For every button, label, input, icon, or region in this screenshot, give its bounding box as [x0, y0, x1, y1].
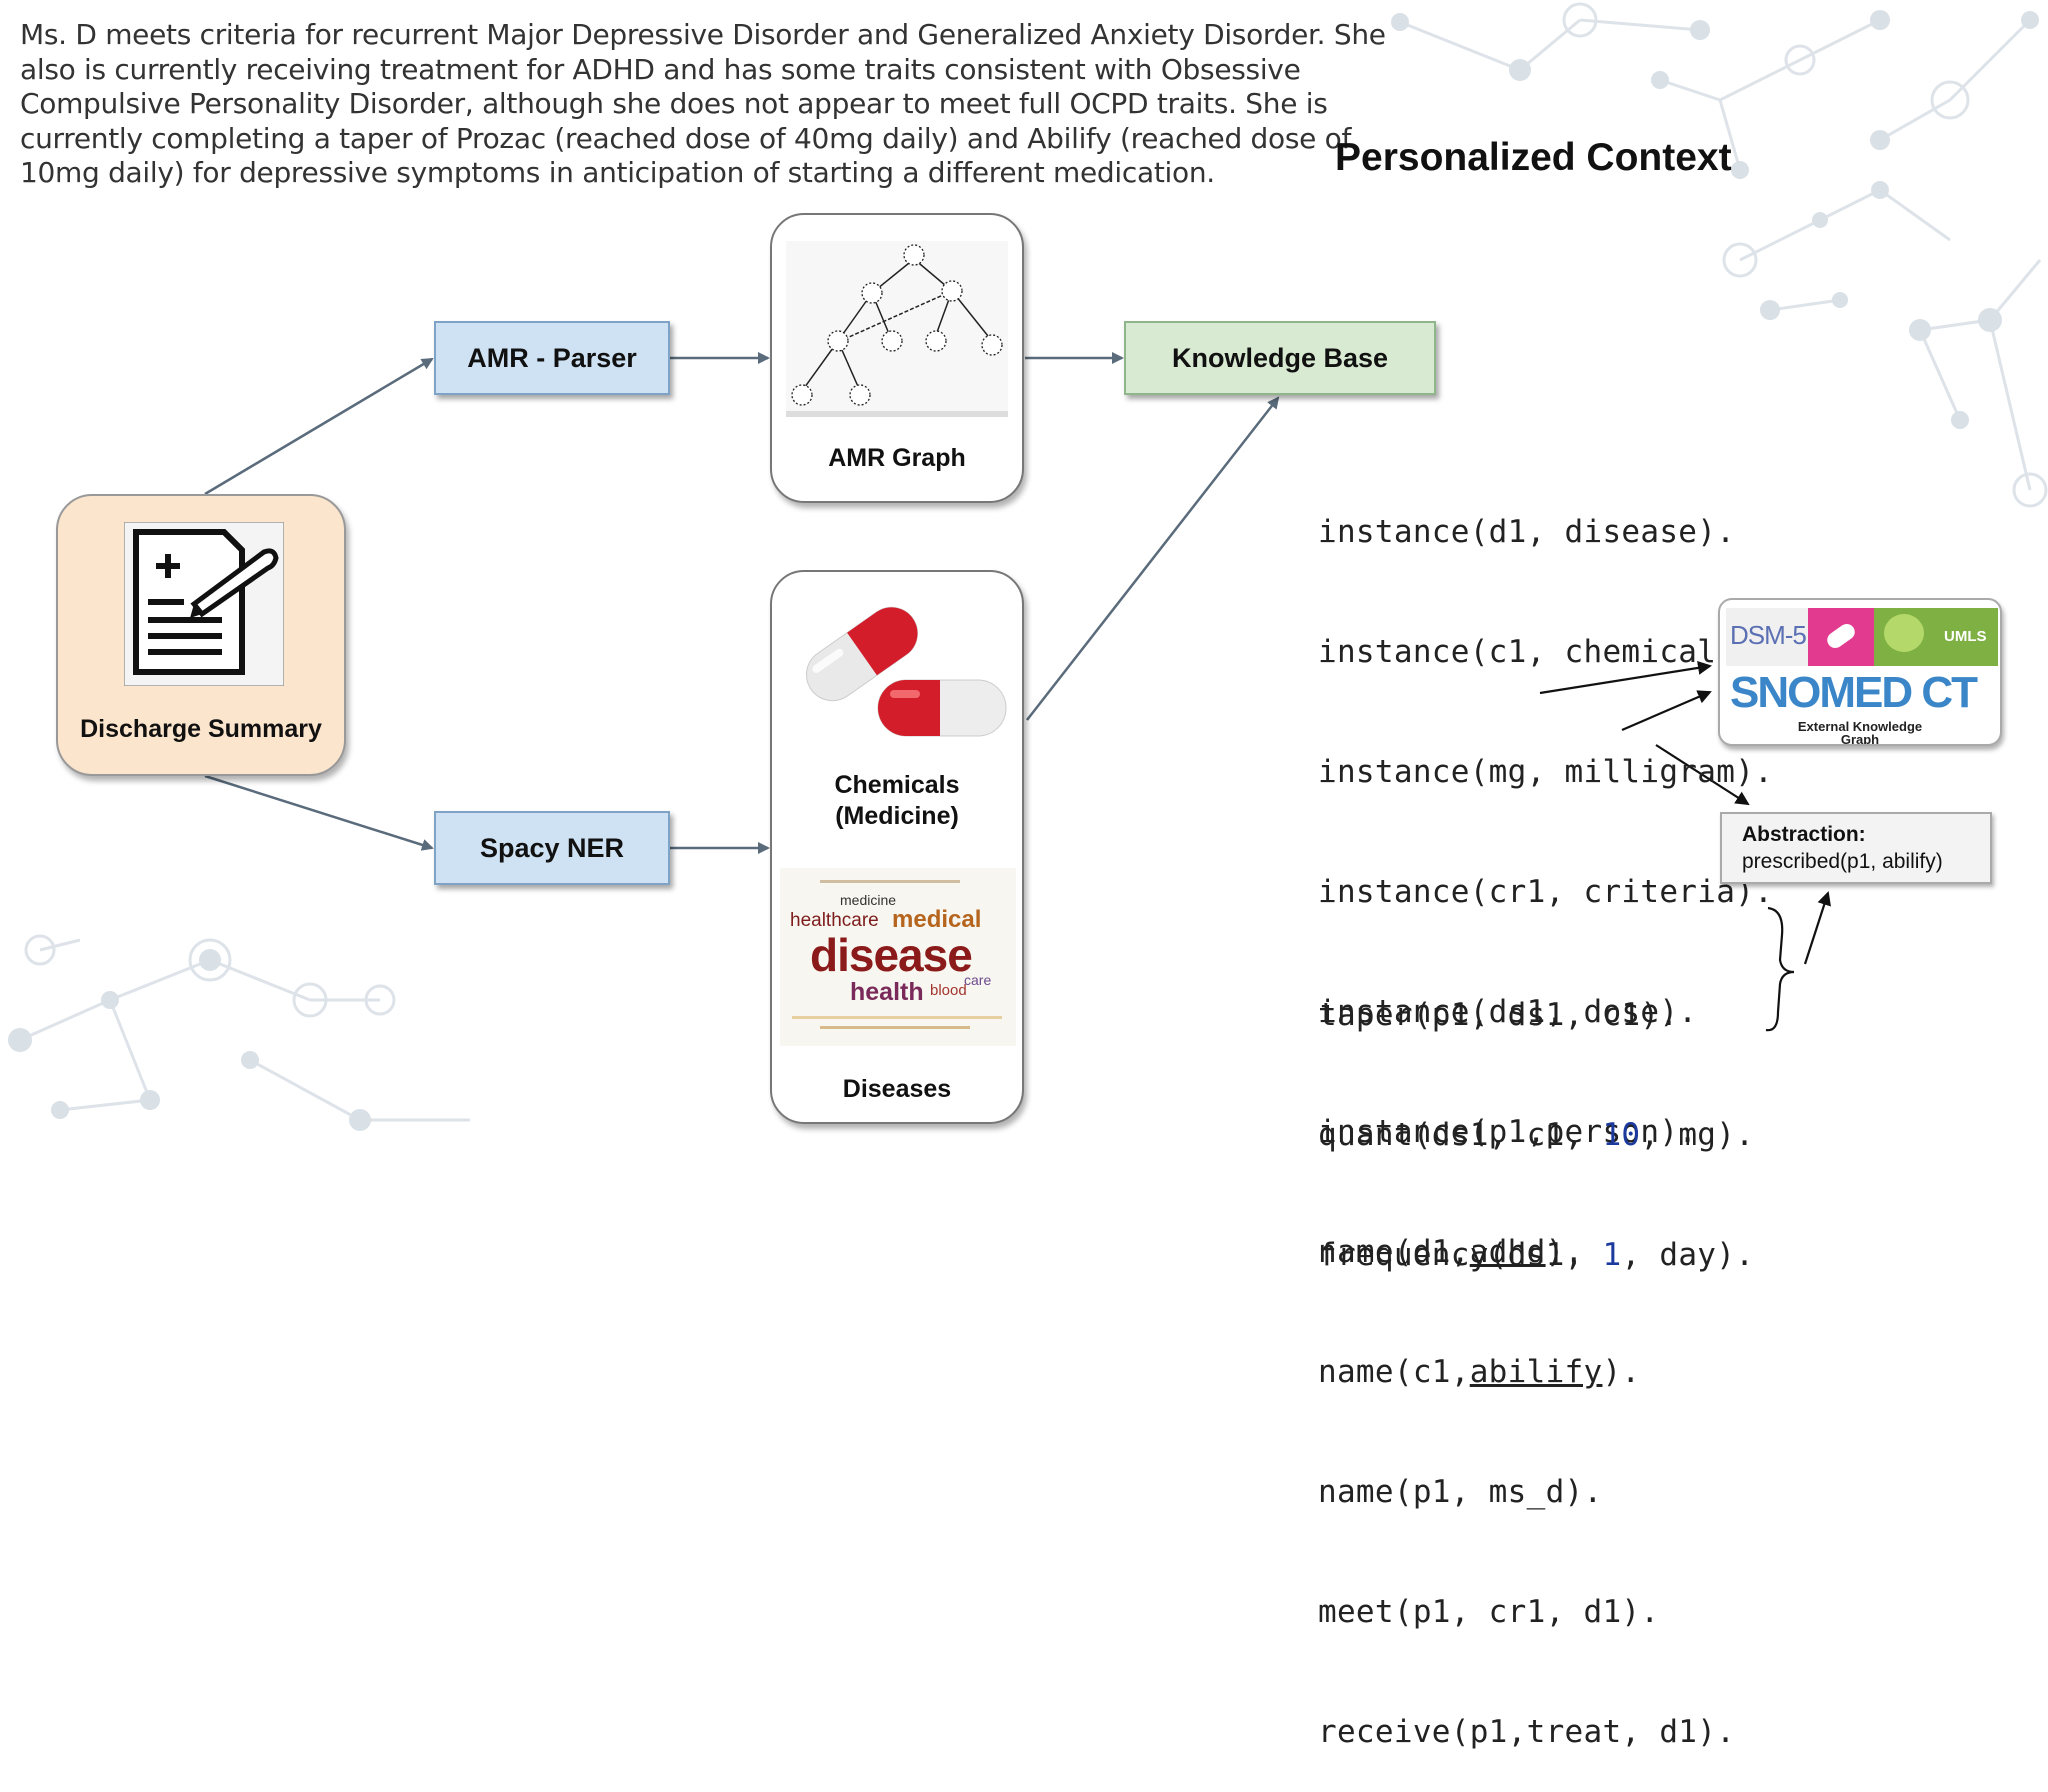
abstraction-text: prescribed(p1, abilify)	[1742, 850, 1943, 873]
fact-line: taper(p1, ds1, c1).	[1318, 997, 1679, 1033]
description-line: Ms. D meets criteria for recurrent Major…	[20, 18, 1386, 51]
chemicals-line: Chemicals	[834, 771, 960, 799]
spacy-ner-node[interactable]: Spacy NER	[434, 811, 670, 885]
word-cloud-word: medical	[892, 906, 982, 933]
edge-chemicals-to-kb	[1026, 396, 1280, 721]
arrow-to-abstraction	[1655, 744, 1750, 806]
discharge-summary-node[interactable]: Discharge Summary	[56, 494, 346, 776]
discharge-summary-label: Discharge Summary	[80, 715, 322, 743]
chemicals-label: Chemicals (Medicine)	[772, 770, 1022, 832]
amr-graph-icon	[786, 241, 1008, 417]
fact-part: ).	[1602, 1354, 1641, 1390]
amr-graph-node[interactable]: AMR Graph	[770, 213, 1024, 503]
fact-part: name(c1,	[1318, 1354, 1470, 1390]
fact-line: instance(mg, milligram).	[1318, 754, 1774, 790]
ekg-caption: External Knowledge Graph	[1720, 719, 2000, 746]
fact-part: quant(ds1, c1,	[1318, 1117, 1603, 1153]
snomed-text: SNOMED CT	[1730, 668, 1978, 717]
abstraction-heading: Abstraction:	[1742, 823, 1866, 846]
description-line: Compulsive Personality Disorder, althoug…	[20, 87, 1328, 120]
arrow-brace-to-abstraction	[1803, 891, 1831, 965]
edge-discharge-to-amr-parser	[204, 357, 434, 496]
pill-logo-icon	[1808, 608, 1874, 666]
fact-line: quant(ds1, c1, 10, mg).	[1318, 1115, 1754, 1155]
fact-line: name(c1,abilify).	[1318, 1352, 1773, 1392]
word-cloud-word: care	[964, 972, 992, 988]
abstraction-box: Abstraction: prescribed(p1, abilify)	[1720, 812, 1992, 884]
fact-line: meet(p1, cr1, d1).	[1318, 1594, 1660, 1630]
disease-word-cloud: medicine healthcare medical disease heal…	[780, 868, 1016, 1046]
dsm5-text: DSM-5	[1730, 620, 1807, 650]
fact-line: instance(c1, chemical).	[1318, 634, 1755, 670]
ekg-caption-line: External Knowledge	[1797, 719, 1923, 734]
fact-line: instance(d1, disease).	[1318, 514, 1736, 550]
fact-part: , mg).	[1640, 1117, 1755, 1153]
taper-fact-list: taper(p1, ds1, c1). quant(ds1, c1, 10, m…	[1318, 915, 1754, 1315]
case-description: Ms. D meets criteria for recurrent Major…	[20, 18, 1386, 191]
fact-line: instance(cr1, criteria).	[1318, 874, 1774, 910]
umls-logo: UMLS	[1874, 608, 1998, 666]
word-cloud-word: healthcare	[790, 910, 879, 931]
network-background	[8, 2, 2048, 1131]
tree-icon	[1884, 614, 1924, 652]
fact-number: 1	[1602, 1237, 1622, 1273]
fact-part: frequency(ds1,	[1318, 1237, 1603, 1273]
description-line: 10mg daily) for depressive symptoms in a…	[20, 156, 1215, 189]
description-line: also is currently receiving treatment fo…	[20, 52, 1301, 86]
fact-part: , day).	[1621, 1237, 1755, 1273]
connector-layer	[204, 352, 1831, 1032]
fact-line: instance(ds1, dose).	[1318, 994, 1698, 1030]
ner-entities-node[interactable]: Chemicals (Medicine) medicine healthcare…	[770, 570, 1024, 1124]
section-title: Personalized Context	[1335, 136, 1732, 179]
ekg-caption-line: Graph	[1840, 732, 1880, 746]
arrow-abilify-to-ekg	[1621, 690, 1712, 732]
fact-line: instance(p1,person).	[1318, 1114, 1698, 1150]
external-knowledge-graph[interactable]: DSM-5 UMLS SNOMED CT External Knowledge …	[1718, 598, 2002, 746]
fact-entity: abilify	[1469, 1354, 1603, 1390]
umls-text: UMLS	[1944, 628, 1987, 645]
word-cloud-word: medicine	[840, 892, 897, 908]
fact-number: 10	[1602, 1117, 1641, 1153]
word-cloud-word: blood	[930, 982, 967, 999]
amr-graph-label: AMR Graph	[828, 444, 966, 472]
fact-line: frequency(ds1, 1, day).	[1318, 1235, 1754, 1275]
chemicals-line: (Medicine)	[835, 802, 959, 830]
dsm5-logo: DSM-5	[1726, 608, 1808, 666]
arrow-adhd-to-ekg	[1539, 660, 1712, 695]
amr-parser-node[interactable]: AMR - Parser	[434, 321, 670, 395]
document-edit-icon	[124, 522, 284, 686]
description-line: currently completing a taper of Prozac (…	[20, 121, 1352, 155]
word-cloud-word: health	[850, 978, 924, 1006]
fact-line: receive(p1,treat, d1).	[1318, 1714, 1736, 1750]
diseases-label: Diseases	[842, 1075, 952, 1103]
edge-discharge-to-spacy	[204, 774, 434, 851]
word-cloud-word: disease	[810, 929, 973, 981]
knowledge-base-node[interactable]: Knowledge Base	[1124, 321, 1436, 395]
fact-line: name(p1, ms_d).	[1318, 1474, 1603, 1510]
pills-icon	[806, 606, 1007, 737]
curly-brace	[1765, 906, 1795, 1032]
